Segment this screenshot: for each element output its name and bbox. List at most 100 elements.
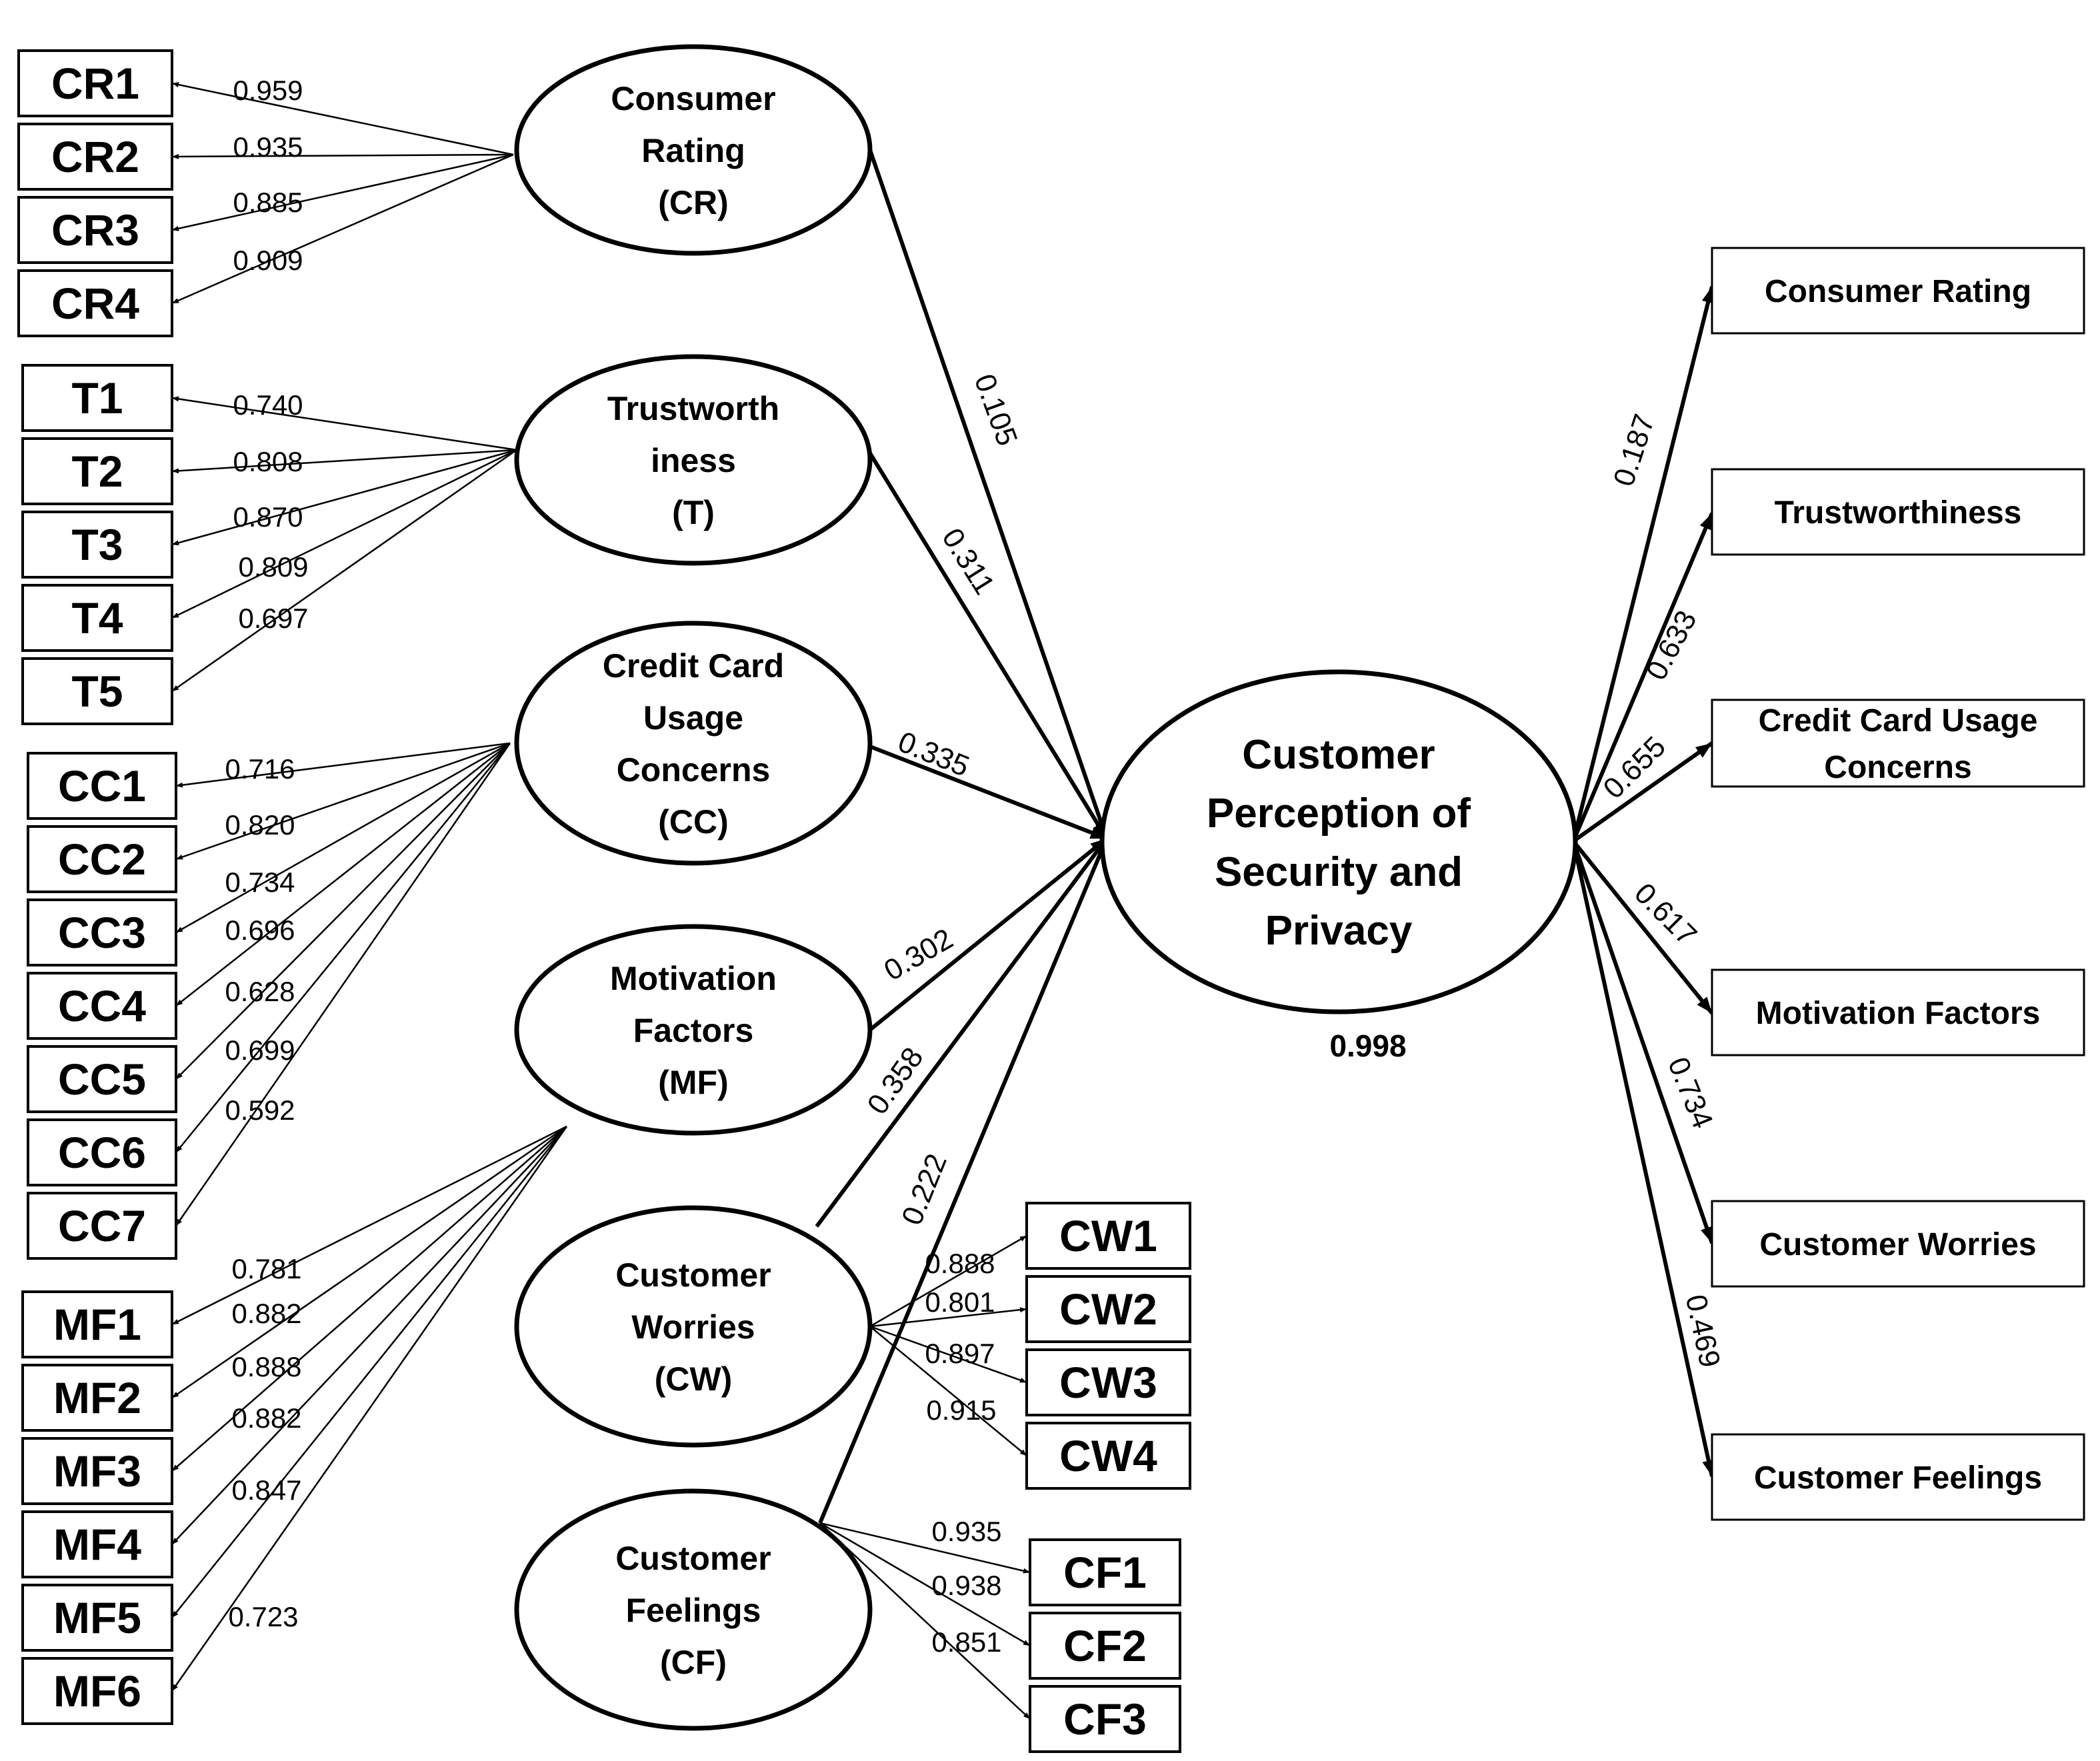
indicator-box-cw2	[1025, 1275, 1191, 1343]
indicator-box-t2	[21, 437, 173, 505]
latent-ellipse-cf	[514, 1488, 873, 1731]
indicator-label-cr2: CR2	[51, 132, 139, 181]
loading-value-cw4: 0.915	[926, 1394, 996, 1426]
path-coefficient-cw: 0.358	[861, 1042, 929, 1120]
central-construct-label-line-1: Customer	[1242, 732, 1435, 778]
output-coefficient-credit-card-usage-concerns: 0.655	[1597, 730, 1672, 805]
loading-value-mf4: 0.882	[231, 1402, 301, 1434]
indicator-box-cw3	[1025, 1348, 1191, 1416]
latent-label-cr-line-3: (CR)	[658, 184, 729, 221]
output-box-customer-worries	[1711, 1200, 2085, 1288]
latent-ellipse-cc	[514, 621, 873, 866]
indicator-box-mf1	[21, 1290, 173, 1358]
indicator-box-mf5	[21, 1584, 173, 1652]
indicator-label-cw4: CW4	[1059, 1431, 1157, 1480]
indicator-label-cf3: CF3	[1063, 1694, 1147, 1744]
indicator-box-mf3	[21, 1437, 173, 1505]
central-construct-label-line-2: Perception of	[1207, 791, 1471, 837]
latent-label-mf-line-1: Motivation	[610, 960, 777, 997]
path-coefficient-cf: 0.222	[895, 1149, 953, 1229]
output-arrow-trustworthiness	[1571, 512, 1714, 843]
output-label-customer-feelings: Customer Feelings	[1754, 1460, 2042, 1496]
latent-label-cc-line-1: Credit Card	[603, 647, 784, 685]
indicator-label-t1: T1	[71, 373, 123, 423]
loading-value-cw1: 0.888	[925, 1248, 995, 1279]
indicator-label-t5: T5	[71, 667, 123, 716]
central-construct-ellipse	[1099, 669, 1578, 1014]
indicator-box-cc5	[27, 1045, 177, 1113]
indicator-label-cr3: CR3	[51, 205, 139, 255]
latent-label-cf-line-2: Feelings	[626, 1592, 761, 1629]
loading-arrow-mf5	[171, 1126, 567, 1618]
output-box-credit-card-usage-concerns	[1711, 699, 2085, 788]
latent-label-mf-line-3: (MF)	[658, 1064, 729, 1101]
indicator-label-t4: T4	[71, 593, 123, 643]
central-construct-label-line-4: Privacy	[1265, 908, 1413, 954]
output-arrow-credit-card-usage-concerns	[1572, 741, 1713, 843]
latent-label-cr-line-2: Rating	[641, 132, 745, 169]
indicator-box-cc3	[27, 898, 177, 966]
latent-label-cw-line-2: Worries	[631, 1308, 755, 1346]
loading-arrow-cf2	[819, 1522, 1031, 1647]
indicator-label-cc2: CC2	[58, 835, 146, 884]
indicator-label-mf3: MF3	[53, 1446, 141, 1496]
loading-value-mf6: 0.723	[228, 1601, 298, 1632]
latent-label-cw-line-3: (CW)	[655, 1360, 733, 1398]
output-box-customer-feelings	[1711, 1433, 2085, 1521]
loading-arrow-mf1	[171, 1125, 567, 1326]
loading-arrow-mf6	[171, 1126, 568, 1692]
indicator-label-cr4: CR4	[51, 279, 139, 328]
loading-value-cf1: 0.935	[931, 1516, 1001, 1547]
indicator-label-cw1: CW1	[1059, 1211, 1157, 1260]
loading-arrow-mf2	[171, 1125, 567, 1399]
loading-value-cr1: 0.959	[233, 75, 303, 106]
indicator-label-mf4: MF4	[53, 1520, 141, 1569]
latent-ellipse-t	[514, 354, 873, 566]
path-coefficient-mf: 0.302	[879, 922, 959, 987]
indicator-label-cc7: CC7	[58, 1201, 146, 1250]
output-arrow-motivation-factors	[1571, 840, 1714, 1014]
indicator-box-cr3	[17, 196, 173, 264]
path-arrow-cc	[869, 745, 1108, 841]
loading-value-cr3: 0.885	[233, 187, 303, 218]
central-construct-label-line-3: Security and	[1215, 849, 1463, 895]
latent-ellipse-mf	[514, 924, 873, 1136]
loading-value-cc6: 0.699	[225, 1034, 295, 1066]
loading-arrow-cw1	[869, 1234, 1027, 1328]
path-arrow-mf	[869, 837, 1108, 1032]
path-arrow-cw	[815, 837, 1109, 1228]
latent-label-cf-line-3: (CF)	[660, 1644, 727, 1681]
output-coefficient-motivation-factors: 0.617	[1628, 877, 1703, 952]
indicator-label-t3: T3	[71, 520, 123, 569]
indicator-label-mf1: MF1	[53, 1300, 141, 1349]
output-box-motivation-factors	[1711, 968, 2085, 1056]
r-squared-value: 0.998	[1329, 1028, 1406, 1063]
indicator-label-cc5: CC5	[58, 1054, 146, 1104]
latent-ellipse-cw	[514, 1205, 873, 1448]
loading-value-cf3: 0.851	[931, 1626, 1001, 1658]
output-label-customer-worries: Customer Worries	[1759, 1227, 2036, 1262]
indicator-box-cr2	[17, 123, 173, 191]
loading-arrow-cr2	[171, 153, 514, 159]
loading-value-t2: 0.808	[233, 446, 303, 477]
loading-arrow-mf4	[171, 1126, 567, 1545]
loading-value-t4: 0.809	[238, 551, 308, 583]
output-label-trustworthiness: Trustworthiness	[1775, 495, 2022, 531]
output-label-motivation-factors: Motivation Factors	[1756, 996, 2041, 1031]
indicator-label-cc1: CC1	[58, 761, 146, 811]
indicator-box-cc1	[27, 752, 177, 820]
output-label-consumer-rating: Consumer Rating	[1765, 274, 2031, 309]
indicator-box-cf2	[1029, 1612, 1181, 1680]
indicator-label-mf6: MF6	[53, 1666, 141, 1716]
indicator-box-cr1	[17, 49, 173, 117]
loading-value-cc2: 0.820	[225, 809, 295, 841]
indicator-box-cc6	[27, 1118, 177, 1186]
loading-arrow-mf3	[171, 1126, 567, 1472]
loading-value-cc1: 0.716	[225, 753, 295, 785]
latent-label-t-line-3: (T)	[672, 494, 715, 531]
indicator-label-cf2: CF2	[1063, 1621, 1147, 1670]
path-arrow-cr	[868, 149, 1109, 839]
loading-value-mf3: 0.888	[231, 1351, 301, 1382]
indicator-box-cf1	[1029, 1538, 1181, 1606]
indicator-box-t1	[21, 364, 173, 432]
